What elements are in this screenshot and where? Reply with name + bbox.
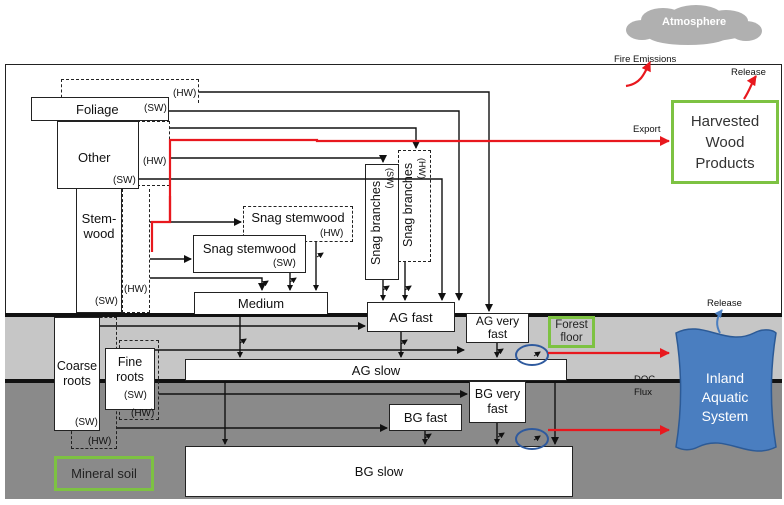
harvested-wood-products-box: Harvested Wood Products xyxy=(671,100,779,184)
other-sw-tag: (SW) xyxy=(113,175,136,186)
snag-branches-sw-tag: (SW) xyxy=(385,168,395,189)
mineral-soil-label: Mineral soil xyxy=(71,466,137,481)
snag-stemwood-sw-tag: (SW) xyxy=(273,258,296,269)
stemwood-hw-tag: (HW) xyxy=(124,284,148,295)
medium-label: Medium xyxy=(237,296,285,311)
bg-fast-label: BG fast xyxy=(403,410,448,425)
bg-fast-box: BG fast xyxy=(389,404,462,431)
harvested-wood-products-label: Harvested Wood Products xyxy=(690,112,760,172)
flux-foliage-hw xyxy=(199,91,493,312)
mineral-soil-box: Mineral soil xyxy=(54,456,154,491)
stemwood-sw-tag: (SW) xyxy=(95,296,118,307)
ag-slow-box: AG slow xyxy=(185,359,567,381)
fire-emissions-label: Fire Emissions xyxy=(614,54,677,65)
bg-very-fast-label: BG very fast xyxy=(474,387,521,416)
doc-flux-label: DOC Flux xyxy=(634,373,664,399)
ag-very-fast-label: AG very fast xyxy=(475,314,520,341)
stemwood-hw-box xyxy=(122,189,150,313)
hwp-release-flux xyxy=(743,75,757,100)
coarse-roots-sw-box: Coarse roots xyxy=(54,317,100,431)
foliage-hw-box xyxy=(61,79,199,103)
stemwood-sw-box: Stem- wood xyxy=(76,189,122,313)
release-water-label: Release xyxy=(707,298,742,309)
foliage-label: Foliage xyxy=(76,101,119,117)
fine-roots-hw-tag: (HW) xyxy=(131,408,155,419)
foliage-box: Foliage xyxy=(31,97,169,121)
snag-stemwood-hw-label: Snag stemwood xyxy=(251,210,345,225)
snag-stemwood-hw-tag: (HW) xyxy=(320,228,344,239)
ag-slow-label: AG slow xyxy=(351,362,401,378)
bg-slow-box: BG slow xyxy=(185,446,573,497)
fine-roots-sw-box: Fine roots xyxy=(105,348,155,410)
bg-slow-label: BG slow xyxy=(354,464,404,479)
bg-very-fast-box: BG very fast xyxy=(469,381,526,423)
flux-other-sw xyxy=(170,155,387,163)
other-box: Other xyxy=(57,121,139,189)
ag-very-fast-box: AG very fast xyxy=(466,313,529,343)
inland-aquatic-system-label: Inland Aquatic System xyxy=(701,370,749,424)
snag-stemwood-sw-label: Snag stemwood xyxy=(202,241,297,256)
coarse-roots-label: Coarse roots xyxy=(56,359,98,388)
fine-roots-sw-tag: (SW) xyxy=(124,390,147,401)
foliage-sw-tag: (SW) xyxy=(144,103,167,114)
flux-other-agfast xyxy=(139,178,446,301)
snag-stemwood-sw-box: Snag stemwood xyxy=(193,235,306,273)
other-label: Other xyxy=(78,150,111,165)
snag-branches-hw-tag: (HW) xyxy=(417,158,427,179)
ag-bg-boundary-line xyxy=(5,379,782,383)
release-top-label: Release xyxy=(731,67,766,78)
forest-floor-label: Forest floor xyxy=(555,319,588,344)
export-label: Export xyxy=(633,124,661,135)
flux-other-hw xyxy=(170,127,420,149)
bg-doc-source-marker xyxy=(515,428,549,450)
forest-floor-box: Forest floor xyxy=(548,316,595,348)
stemwood-label: Stem- wood xyxy=(81,211,117,241)
fire-emissions-flux xyxy=(625,61,651,88)
snag-branches-sw-box xyxy=(365,164,399,280)
other-hw-tag: (HW) xyxy=(143,156,167,167)
fine-roots-label: Fine roots xyxy=(116,355,144,384)
ag-fast-label: AG fast xyxy=(389,309,433,325)
ag-fast-box: AG fast xyxy=(367,302,455,332)
inland-aquatic-system-shape xyxy=(675,328,777,452)
atmosphere-cloud xyxy=(626,5,762,45)
medium-box: Medium xyxy=(194,292,328,314)
atmosphere-label: Atmosphere xyxy=(662,16,727,28)
flux-stem-medium xyxy=(150,277,266,291)
export-flux xyxy=(150,136,670,252)
doc-flux-text: DOC Flux xyxy=(634,374,656,398)
flux-foliage-sw xyxy=(169,110,463,301)
foliage-hw-tag: (HW) xyxy=(173,88,197,99)
snag-branches-hw-box xyxy=(398,150,431,262)
coarse-roots-hw-tag: (HW) xyxy=(88,436,112,447)
aquatic-release-flux xyxy=(714,309,723,334)
coarse-roots-sw-tag: (SW) xyxy=(75,417,98,428)
ag-doc-source-marker xyxy=(515,344,549,366)
